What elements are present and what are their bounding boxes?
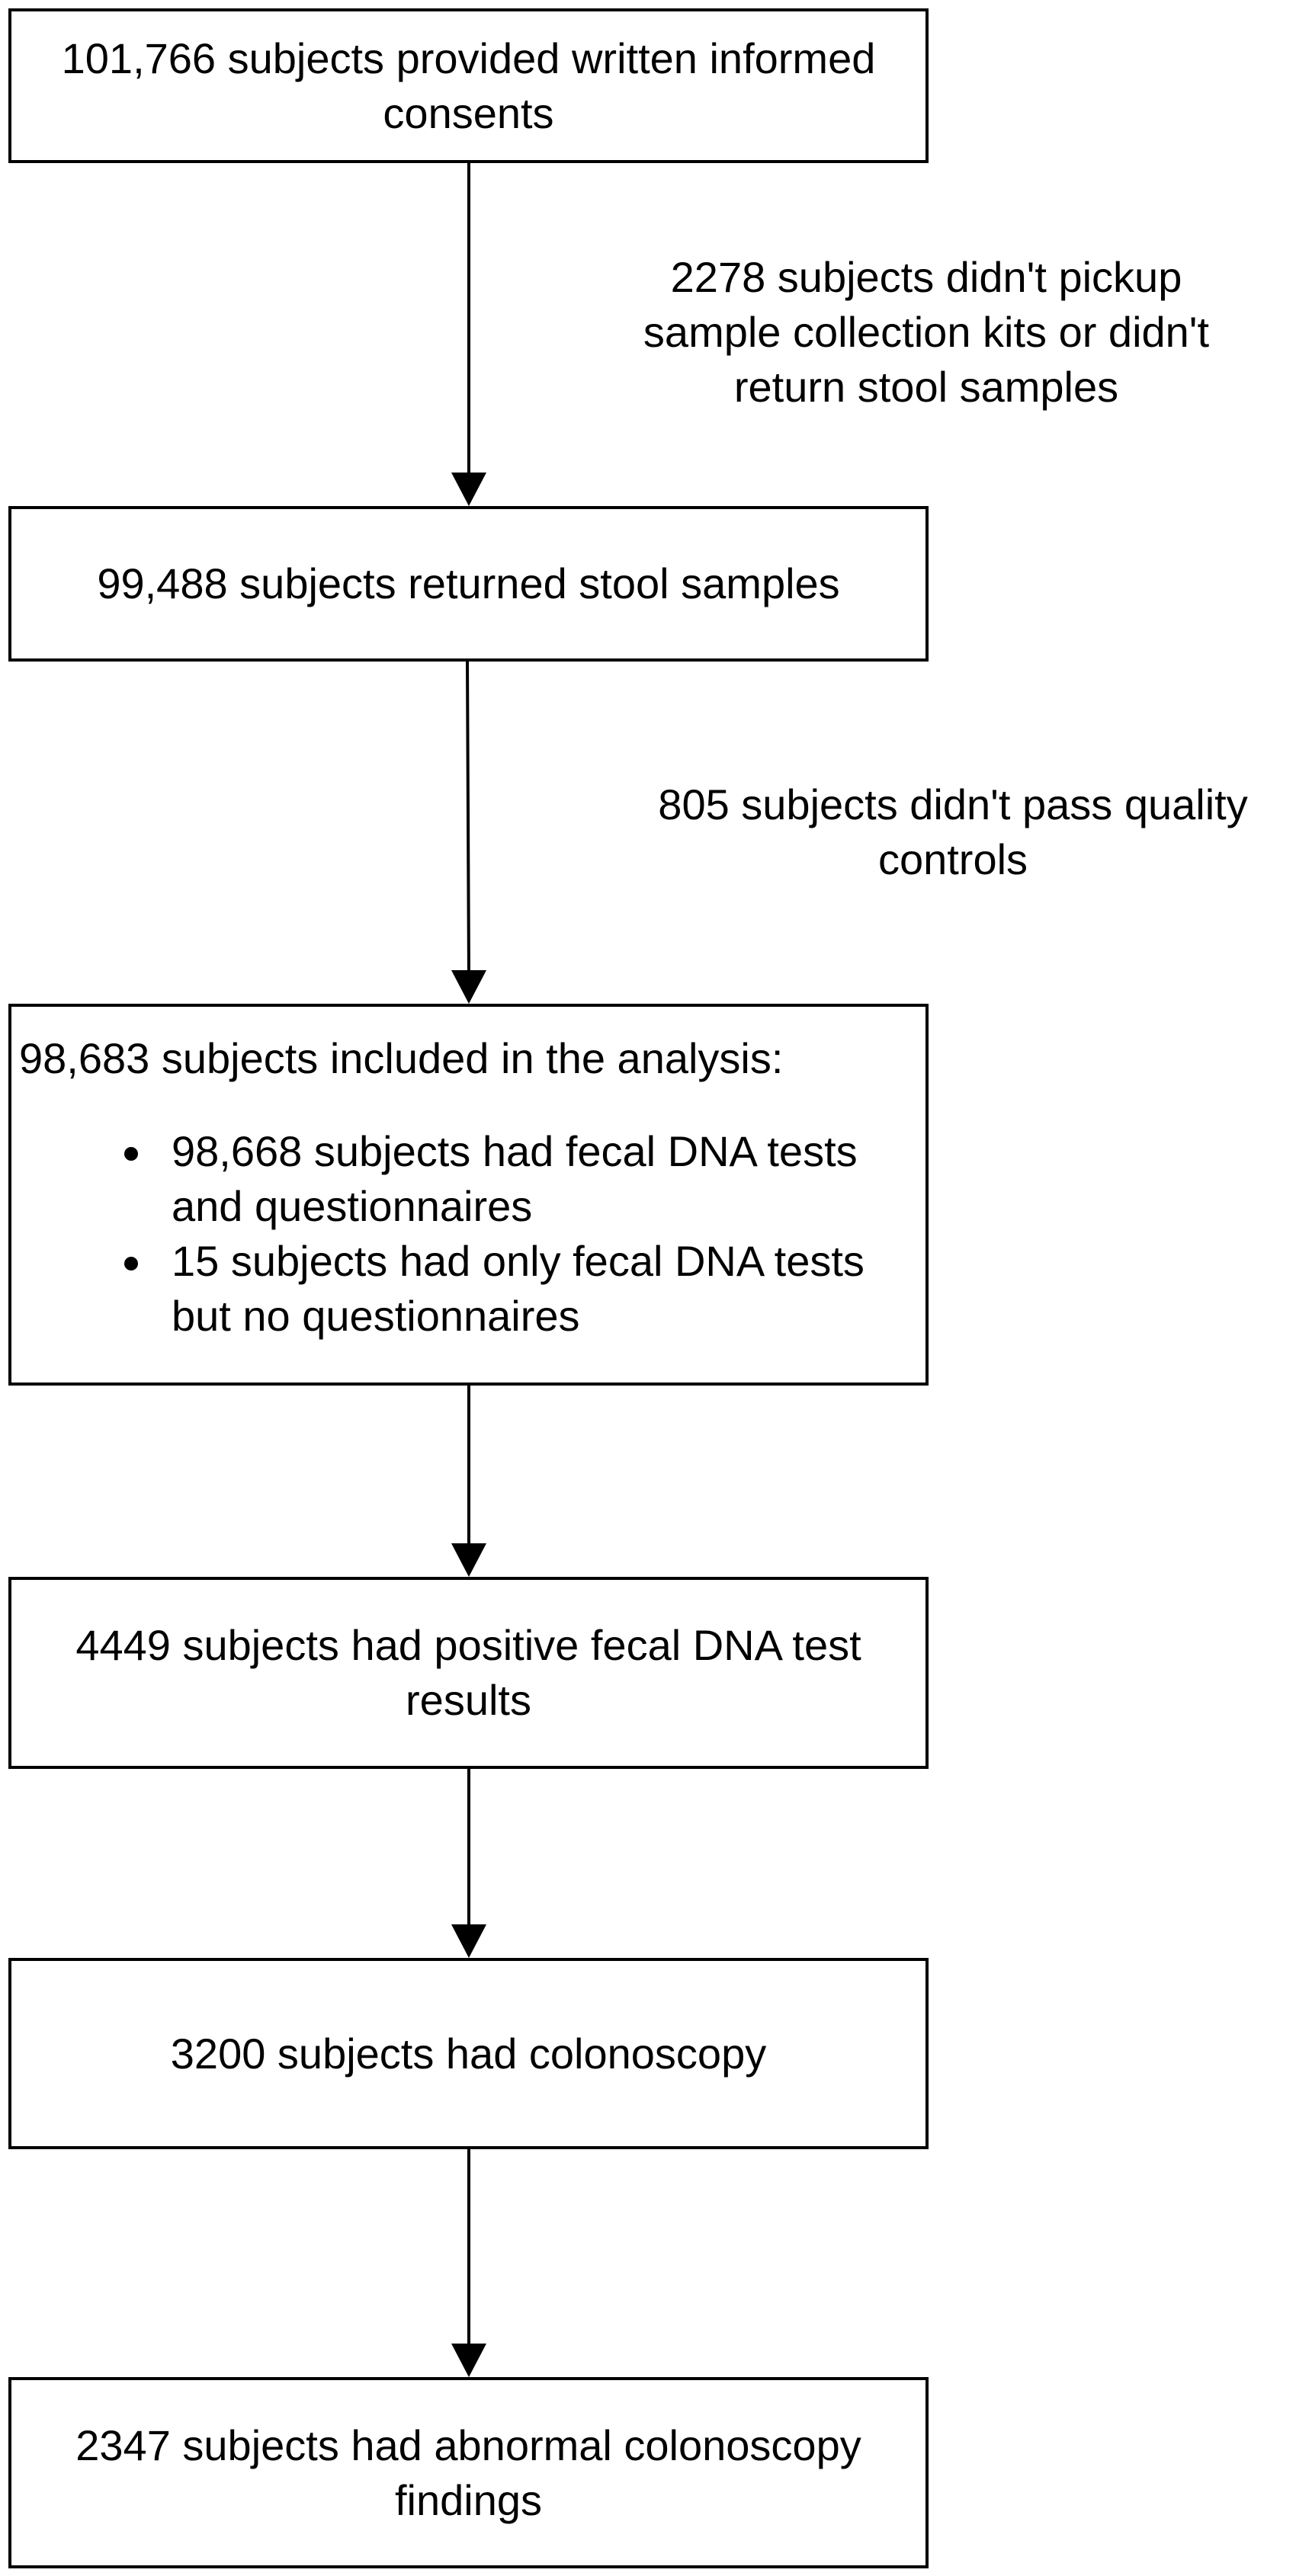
arrowhead-included	[451, 970, 486, 1004]
exclusion-kits-text: 2278 subjects didn't pickup sample colle…	[643, 253, 1210, 411]
bullet-icon	[124, 1147, 138, 1161]
exclusion-kits-label: 2278 subjects didn't pickup sample colle…	[602, 250, 1250, 415]
arrowhead-positive	[451, 1543, 486, 1577]
arrowhead-colonoscopy	[451, 1924, 486, 1958]
box-included-heading: 98,683 subjects included in the analysis…	[19, 1034, 784, 1082]
box-abnormal-text: 2347 subjects had abnormal colonoscopy f…	[75, 2421, 861, 2524]
exclusion-quality-text: 805 subjects didn't pass quality control…	[658, 780, 1248, 883]
box-colonoscopy-text: 3200 subjects had colonoscopy	[170, 2029, 767, 2078]
arrowhead-abnormal	[451, 2344, 486, 2377]
box-positive: 4449 subjects had positive fecal DNA tes…	[8, 1577, 929, 1769]
box-abnormal: 2347 subjects had abnormal colonoscopy f…	[8, 2377, 929, 2568]
exclusion-quality-label: 805 subjects didn't pass quality control…	[633, 777, 1273, 887]
list-item-text: 15 subjects had only fecal DNA tests but…	[172, 1237, 865, 1340]
bullet-icon	[124, 1257, 138, 1270]
list-item-text: 98,668 subjects had fecal DNA tests and …	[172, 1127, 858, 1230]
arrowhead-returned	[451, 473, 486, 506]
box-consent: 101,766 subjects provided written inform…	[8, 8, 929, 163]
list-item: 98,668 subjects had fecal DNA tests and …	[124, 1124, 915, 1234]
box-consent-text: 101,766 subjects provided written inform…	[61, 34, 876, 137]
arrow-returned-to-included	[466, 659, 470, 975]
box-included: 98,683 subjects included in the analysis…	[8, 1004, 929, 1386]
box-returned: 99,488 subjects returned stool samples	[8, 506, 929, 662]
box-colonoscopy: 3200 subjects had colonoscopy	[8, 1958, 929, 2149]
box-returned-text: 99,488 subjects returned stool samples	[97, 559, 840, 607]
box-positive-text: 4449 subjects had positive fecal DNA tes…	[75, 1621, 861, 1724]
list-item: 15 subjects had only fecal DNA tests but…	[124, 1234, 915, 1344]
box-included-list: 98,668 subjects had fecal DNA tests and …	[19, 1124, 915, 1344]
